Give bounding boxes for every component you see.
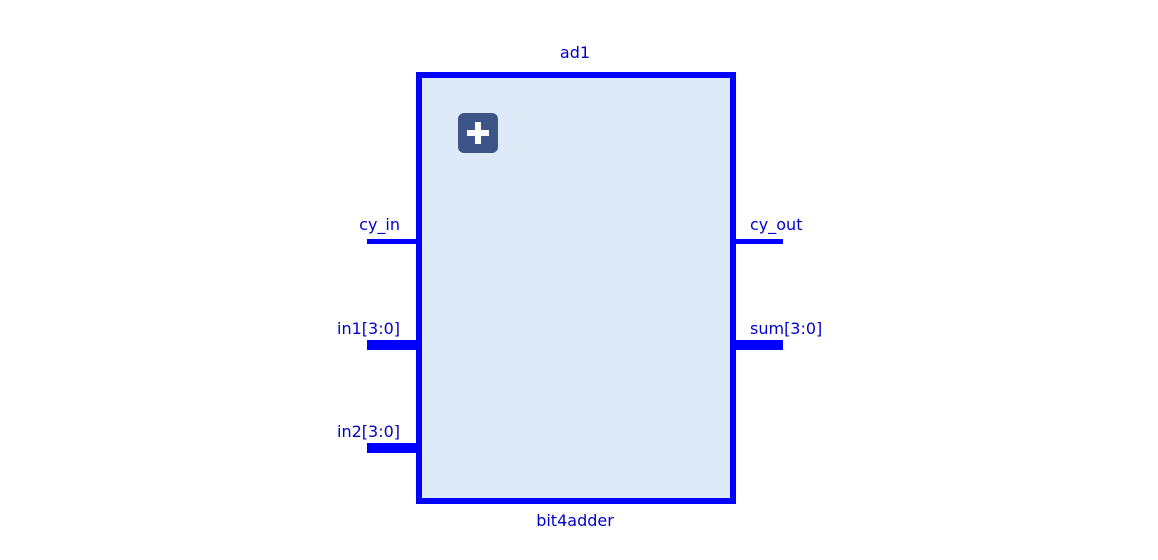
output-pin-wire xyxy=(731,238,783,244)
output-pin-wire xyxy=(731,340,783,350)
input-pin-wire xyxy=(367,238,419,244)
input-pin-wire xyxy=(367,340,419,350)
input-pin-label-in1: in1[3:0] xyxy=(337,319,400,338)
module-name: bit4adder xyxy=(536,511,614,530)
instance-name: ad1 xyxy=(559,43,591,62)
output-pin-label-sum: sum[3:0] xyxy=(750,319,823,338)
output-pin-label-cy-out: cy_out xyxy=(750,215,803,234)
input-pin-wire xyxy=(367,443,419,453)
input-pin-label-cy-in: cy_in xyxy=(359,215,400,234)
input-pin-label-in2: in2[3:0] xyxy=(337,422,400,441)
expand-plus-icon[interactable] xyxy=(458,113,498,153)
